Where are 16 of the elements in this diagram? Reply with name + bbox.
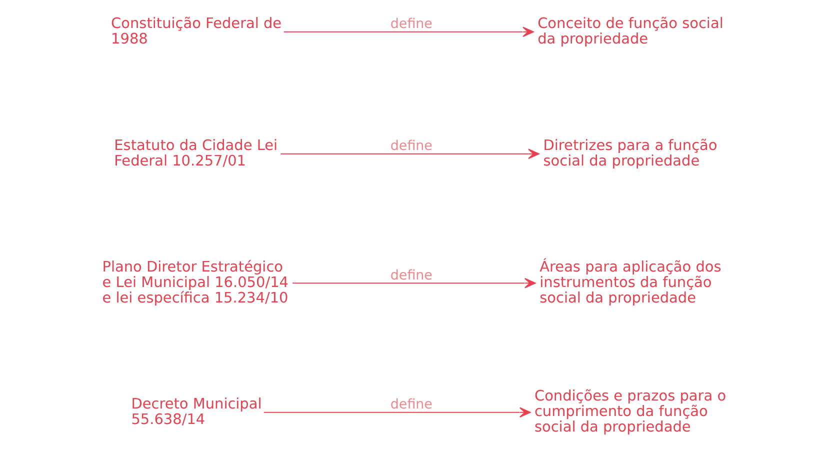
node-text: Áreas para aplicação dos instrumentos da função social da propriedade: [540, 259, 722, 306]
arrow: [284, 26, 534, 38]
edge-label: define: [390, 398, 432, 413]
edge-label: define: [390, 17, 432, 32]
node-text: Decreto Municipal 55.638/14: [131, 396, 262, 428]
arrow: [264, 407, 531, 418]
node-text: Plano Diretor Estratégico e Lei Municipal 16.050/14 e lei específica 15.234/10: [102, 259, 289, 306]
node-text: Estatuto da Cidade Lei Federal 10.257/01: [114, 138, 278, 170]
arrow: [280, 148, 540, 160]
edge-label: define: [390, 139, 432, 154]
edge-label: define: [390, 268, 432, 284]
node-text: Diretrizes para a função social da propriedade: [543, 138, 718, 170]
node-text: Constituição Federal de 1988: [111, 16, 282, 48]
node-text: Condições e prazos para o cumprimento da função social da propriedade: [534, 388, 726, 436]
node-text: Conceito de função social da propriedade: [538, 16, 724, 48]
arrow: [292, 278, 536, 288]
